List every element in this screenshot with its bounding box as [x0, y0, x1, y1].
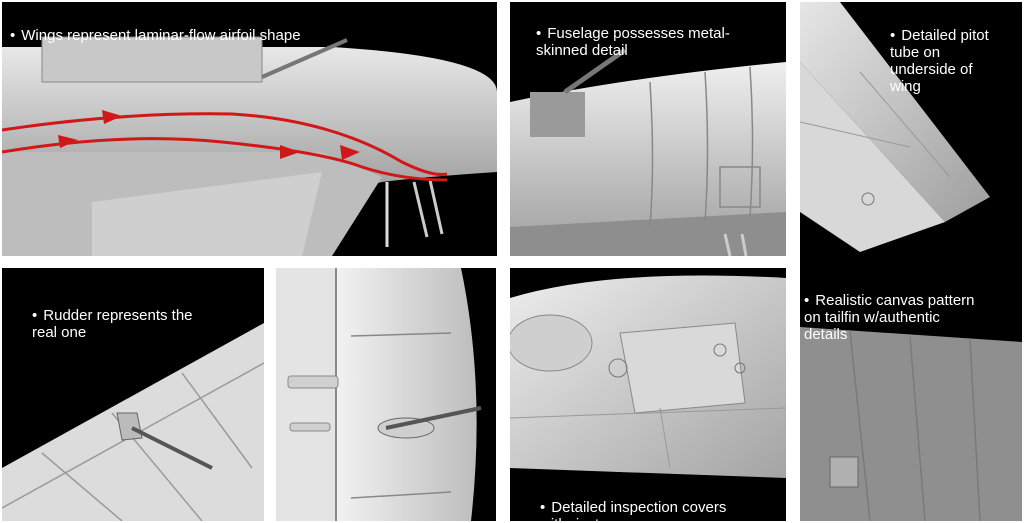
- caption-canvas-text: Realistic canvas pattern on tailfin w/au…: [804, 292, 975, 343]
- caption-canvas: •Realistic canvas pattern on tailfin w/a…: [804, 275, 975, 343]
- panel-pitot-canvas: •Detailed pitot tube on underside of win…: [800, 2, 1022, 521]
- caption-bullet: •: [804, 292, 810, 309]
- caption-bullet: •: [536, 25, 542, 42]
- caption-wings: • Wings represent laminar-flow airfoil sh…: [10, 10, 301, 44]
- airflow-line-lower: [2, 137, 448, 182]
- panel-fuselage: •Fuselage possesses metal- skinned detai…: [510, 2, 786, 256]
- rudder-illustration: [2, 323, 264, 521]
- caption-pitot-text: Detailed pitot tube on underside of wing: [890, 27, 989, 95]
- rudder-detail-illustration: [276, 268, 482, 521]
- airflow-line-upper: [2, 112, 448, 176]
- inspection-illustration: [510, 275, 786, 478]
- caption-bullet: •: [890, 27, 896, 44]
- caption-fuselage-text: Fuselage possesses metal- skinned detail: [536, 25, 730, 59]
- caption-bullet: •: [10, 27, 16, 44]
- caption-rudder: •Rudder represents the real one: [32, 290, 193, 341]
- caption-inspection-text: Detailed inspection covers with rivets: [540, 499, 727, 521]
- caption-bullet: •: [32, 307, 38, 324]
- panel-rudder: •Rudder represents the real one: [2, 268, 264, 521]
- caption-fuselage: •Fuselage possesses metal- skinned detai…: [536, 8, 730, 59]
- panel-rudder-detail: [276, 268, 496, 521]
- panel-inspection: •Detailed inspection covers with rivets: [510, 268, 786, 521]
- caption-inspection: •Detailed inspection covers with rivets: [540, 482, 726, 521]
- fuselage-illustration: [510, 47, 786, 256]
- wings-illustration: [2, 36, 497, 256]
- pitot-illustration: [800, 2, 1022, 521]
- panel-wings: • Wings represent laminar-flow airfoil sh…: [2, 2, 497, 256]
- caption-rudder-text: Rudder represents the real one: [32, 307, 193, 341]
- caption-bullet: •: [540, 499, 546, 516]
- caption-pitot: •Detailed pitot tube on underside of win…: [890, 10, 989, 95]
- caption-wings-text: Wings represent laminar-flow airfoil sha…: [21, 27, 301, 44]
